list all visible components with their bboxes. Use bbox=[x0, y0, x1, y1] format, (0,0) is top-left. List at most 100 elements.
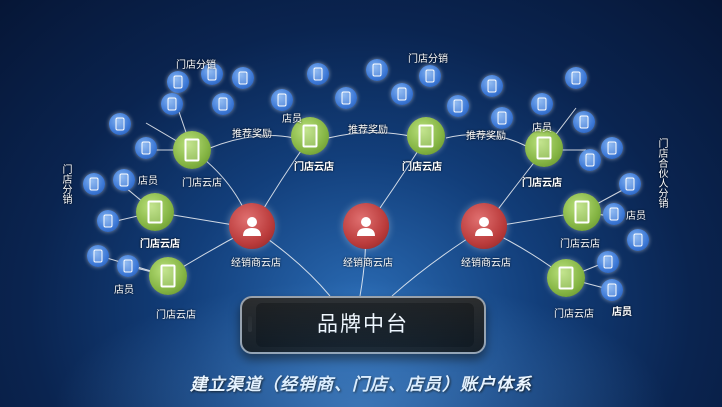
phone-icon bbox=[585, 153, 595, 167]
store-node bbox=[525, 129, 563, 167]
phone-icon bbox=[238, 71, 248, 85]
distributor-node bbox=[117, 255, 139, 277]
dealer-label: 经销商云店 bbox=[231, 258, 281, 269]
store-label: 门店云店 bbox=[182, 178, 222, 189]
distributor-node bbox=[579, 149, 601, 171]
phone-icon bbox=[571, 71, 581, 85]
distributor-node bbox=[627, 229, 649, 251]
dealer-label: 经销商云店 bbox=[343, 258, 393, 269]
distributor-node bbox=[601, 137, 623, 159]
connector bbox=[327, 131, 411, 139]
phone-icon bbox=[218, 97, 228, 111]
store-label: 门店云店 bbox=[402, 162, 442, 173]
group-label-right: 门店合伙人分销 bbox=[656, 138, 667, 208]
distributor-node bbox=[447, 95, 469, 117]
person-icon bbox=[243, 217, 261, 236]
distributor-node bbox=[419, 65, 441, 87]
store-label: 门店云店 bbox=[156, 310, 196, 321]
phone-icon bbox=[603, 255, 613, 269]
store-label: 门店云店 bbox=[294, 162, 334, 173]
phone-icon bbox=[341, 91, 351, 105]
footer-caption: 建立渠道（经销商、门店、店员）账户体系 bbox=[190, 375, 532, 395]
phone-icon bbox=[453, 99, 463, 113]
phone-icon bbox=[93, 249, 103, 263]
phone-icon bbox=[123, 259, 133, 273]
referral-label: 推荐奖励 bbox=[348, 125, 388, 136]
distributor-node bbox=[232, 67, 254, 89]
group-label-top-center: 门店分销 bbox=[408, 54, 448, 65]
store-label: 门店云店 bbox=[522, 178, 562, 189]
device-screen bbox=[256, 303, 474, 347]
phone-icon bbox=[119, 173, 129, 187]
phone-icon bbox=[173, 75, 183, 89]
store-node bbox=[149, 257, 187, 295]
referral-label: 推荐奖励 bbox=[232, 129, 272, 140]
phone-icon bbox=[103, 214, 113, 228]
distributor-node bbox=[87, 245, 109, 267]
distributor-node bbox=[212, 93, 234, 115]
phone-icon bbox=[487, 79, 497, 93]
distributor-node bbox=[619, 173, 641, 195]
clerk-label: 店员 bbox=[626, 211, 646, 222]
connector bbox=[209, 135, 295, 149]
dealer-node bbox=[229, 203, 275, 249]
phone-icon bbox=[167, 97, 177, 111]
store-node bbox=[563, 193, 601, 231]
person-icon bbox=[357, 217, 375, 236]
referral-label: 推荐奖励 bbox=[466, 131, 506, 142]
store-node bbox=[173, 131, 211, 169]
distributor-node bbox=[573, 111, 595, 133]
distributor-node bbox=[167, 71, 189, 93]
clerk-label: 店员 bbox=[114, 285, 134, 296]
phone-icon bbox=[537, 97, 547, 111]
distributor-node bbox=[366, 59, 388, 81]
distributor-node bbox=[161, 93, 183, 115]
phone-icon bbox=[558, 266, 574, 290]
clerk-label: 店员 bbox=[612, 307, 632, 318]
phone-icon bbox=[372, 63, 382, 77]
distributor-node bbox=[597, 251, 619, 273]
person-icon bbox=[475, 217, 493, 236]
distributor-node bbox=[601, 279, 623, 301]
store-node bbox=[407, 117, 445, 155]
distributor-node bbox=[109, 113, 131, 135]
store-node bbox=[291, 117, 329, 155]
store-label: 门店云店 bbox=[140, 239, 180, 250]
distributor-node bbox=[135, 137, 157, 159]
phone-icon bbox=[207, 67, 217, 81]
clerk-label: 店员 bbox=[138, 176, 158, 187]
phone-icon bbox=[89, 177, 99, 191]
distributor-node bbox=[491, 107, 513, 129]
group-label-top-left: 门店分销 bbox=[176, 60, 216, 71]
distributor-node bbox=[271, 89, 293, 111]
distributor-node bbox=[603, 203, 625, 225]
phone-icon bbox=[609, 207, 619, 221]
clerk-label: 店员 bbox=[532, 123, 552, 134]
phone-icon bbox=[302, 124, 318, 148]
phone-icon bbox=[625, 177, 635, 191]
distributor-node bbox=[201, 63, 223, 85]
phone-icon bbox=[277, 93, 287, 107]
connector bbox=[445, 133, 527, 147]
distributor-node bbox=[307, 63, 329, 85]
phone-icon bbox=[160, 264, 176, 288]
phone-icon bbox=[115, 117, 125, 131]
distributor-node bbox=[531, 93, 553, 115]
dealer-label: 经销商云店 bbox=[461, 258, 511, 269]
phone-icon bbox=[607, 283, 617, 297]
phone-icon bbox=[141, 141, 151, 155]
distributor-node bbox=[97, 210, 119, 232]
phone-icon bbox=[536, 136, 552, 160]
phone-icon bbox=[418, 124, 434, 148]
store-node bbox=[547, 259, 585, 297]
distributor-node bbox=[113, 169, 135, 191]
distributor-node bbox=[481, 75, 503, 97]
phone-icon bbox=[184, 138, 200, 162]
phone-icon bbox=[397, 87, 407, 101]
phone-icon bbox=[147, 200, 163, 224]
device-notch bbox=[248, 316, 252, 332]
distributor-node bbox=[335, 87, 357, 109]
distributor-node bbox=[83, 173, 105, 195]
platform-title: 品牌中台 bbox=[317, 312, 409, 336]
